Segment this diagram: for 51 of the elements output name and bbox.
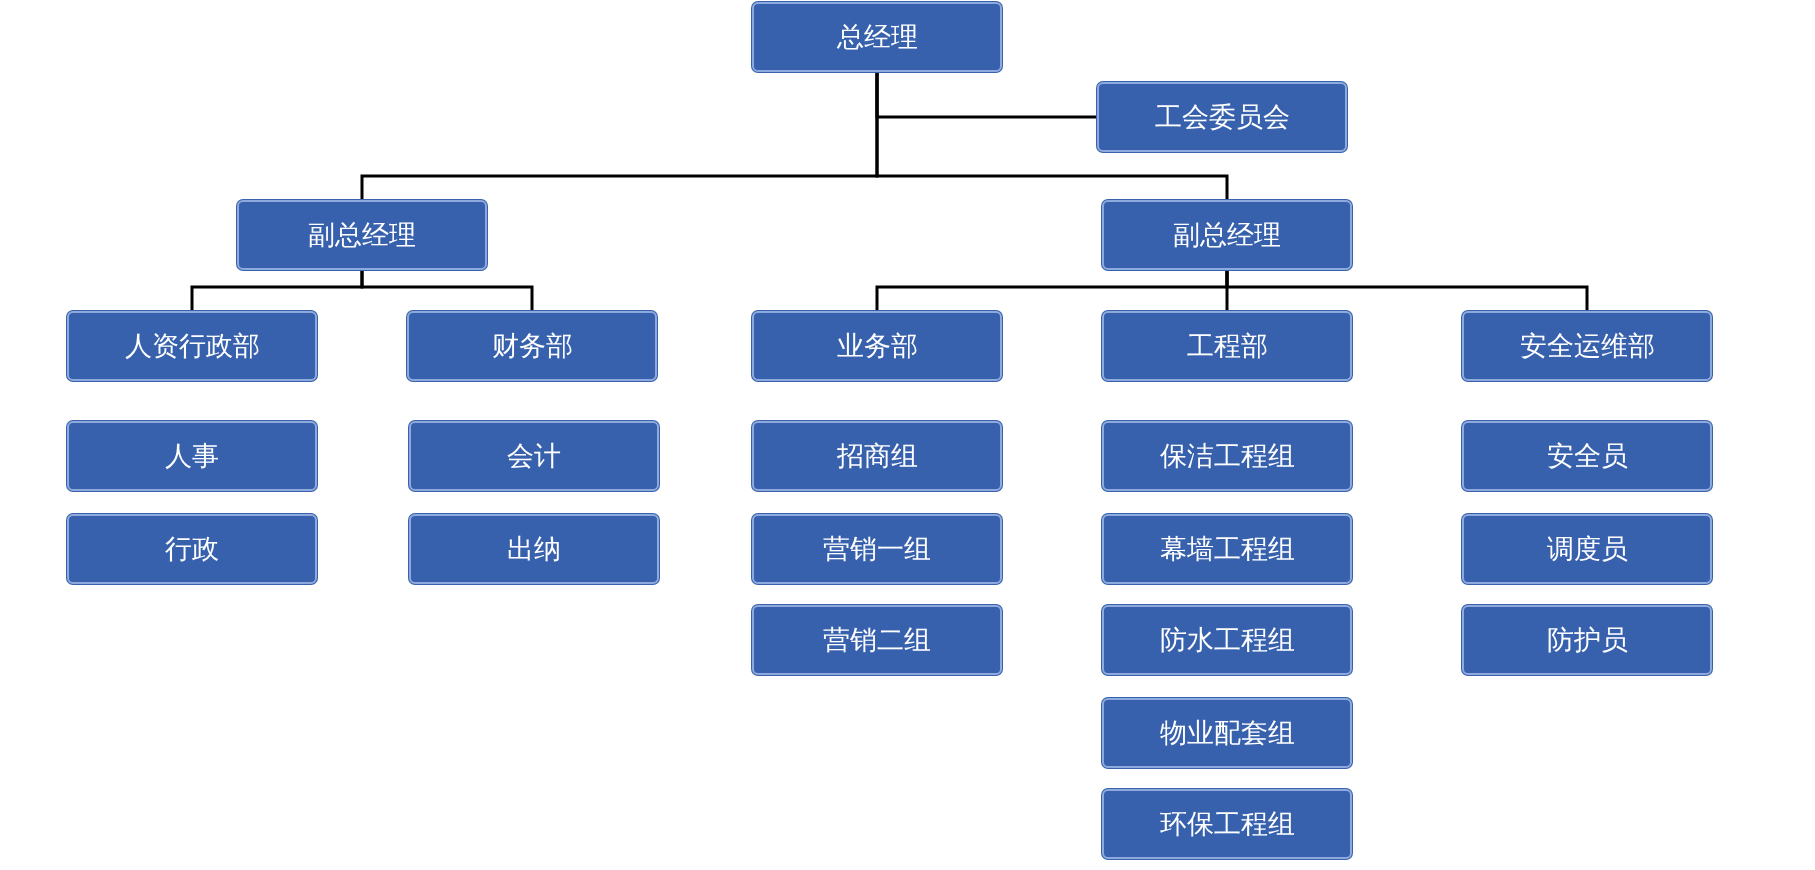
org-title: 幕墙工程组 (1159, 531, 1295, 566)
org-box (1462, 605, 1712, 675)
org-title: 防护员 (1546, 622, 1628, 657)
org-box (409, 421, 659, 491)
org-title: 工程部 (1186, 328, 1268, 363)
org-title: 防水工程组 (1159, 622, 1295, 657)
org-title: 安全员 (1546, 438, 1628, 473)
org-box (1102, 421, 1352, 491)
connector-line (360, 270, 534, 311)
org-box (1102, 514, 1352, 584)
org-title: 保洁工程组 (1159, 438, 1295, 473)
org-box (752, 311, 1002, 381)
org-box (67, 311, 317, 381)
org-box (1097, 82, 1347, 152)
org-title: 调度员 (1546, 531, 1628, 566)
connector-line (1225, 270, 1589, 311)
org-box (1462, 514, 1712, 584)
org-box (67, 514, 317, 584)
org-title: 总经理 (836, 19, 918, 54)
org-box (752, 421, 1002, 491)
org-title: 业务部 (836, 328, 918, 363)
org-title: 财务部 (491, 328, 573, 363)
org-title: 环保工程组 (1159, 806, 1295, 841)
org-box (1102, 789, 1352, 859)
org-title: 行政 (165, 531, 219, 566)
org-box (409, 514, 659, 584)
org-box (752, 605, 1002, 675)
org-title: 会计 (507, 438, 561, 473)
org-title: 出纳 (507, 531, 561, 566)
org-title: 副总经理 (308, 217, 416, 252)
org-title: 招商组 (836, 438, 918, 473)
org-box (1102, 698, 1352, 768)
org-title: 营销二组 (823, 622, 931, 657)
org-box (752, 514, 1002, 584)
org-title: 副总经理 (1173, 217, 1281, 252)
org-box (237, 200, 487, 270)
org-title: 人资行政部 (124, 328, 260, 363)
connector-line (875, 72, 1229, 200)
org-title: 工会委员会 (1154, 99, 1290, 134)
org-box (1462, 421, 1712, 491)
org-box (1102, 200, 1352, 270)
org-title: 物业配套组 (1159, 715, 1295, 750)
org-title: 人事 (165, 438, 219, 473)
org-box (1462, 311, 1712, 381)
org-title: 安全运维部 (1519, 328, 1655, 363)
org-box (67, 421, 317, 491)
org-title: 营销一组 (823, 531, 931, 566)
org-box (752, 2, 1002, 72)
org-box (1102, 311, 1352, 381)
org-box (407, 311, 657, 381)
org-box (1102, 605, 1352, 675)
